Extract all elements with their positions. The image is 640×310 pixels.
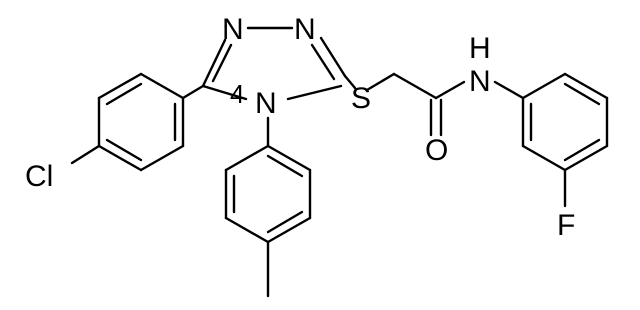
bond-c5-n1 (201, 38, 227, 88)
atom-h-amide: H (469, 32, 491, 65)
bond-ch2-co (392, 72, 438, 100)
ring-a-double (105, 82, 143, 106)
ring-b-bond (224, 216, 270, 244)
ring-c-double (563, 138, 601, 162)
ring-c-bond (521, 72, 567, 100)
atom-f: F (557, 209, 575, 242)
triazole-ring (201, 26, 347, 101)
bond-n2-c3 (319, 36, 347, 78)
ring-a-bond (97, 144, 143, 172)
ring-c-bond (563, 72, 609, 100)
bond-n4-c5 (201, 84, 248, 101)
ring-a-bond (97, 72, 143, 100)
thioacetamide-chain (343, 72, 525, 137)
fluorophenyl-ring (521, 72, 609, 208)
ring-c-bond (521, 144, 567, 172)
bond-c3-n4 (286, 84, 343, 101)
ring-c-bond (563, 144, 609, 172)
chlorophenyl-ring (70, 72, 205, 172)
ring-a-bond (139, 72, 185, 100)
atom-n4: N (255, 87, 277, 120)
bond-c5-aryl (181, 84, 205, 100)
bond-c5-n1-double (211, 43, 233, 83)
tolyl-ring (224, 116, 312, 298)
ring-a-bond (139, 144, 185, 172)
bond-co-nh (434, 80, 466, 100)
atom-n4-locant: 4 (230, 79, 244, 109)
bond-aryl-cl (70, 144, 101, 165)
ring-b-bond (224, 144, 270, 172)
ring-b-double (266, 210, 304, 234)
ring-c-double (563, 82, 601, 106)
atom-n-amide: N (469, 65, 491, 98)
ring-a-double (105, 138, 143, 162)
bond-n2-c3-double (310, 43, 336, 81)
atom-n1: N (222, 13, 244, 46)
atom-s: S (351, 82, 371, 115)
atom-o: O (425, 134, 448, 167)
ring-b-double (266, 154, 304, 178)
ring-b-bond (266, 216, 312, 244)
bond-c3-s (343, 74, 357, 90)
atom-n2: N (294, 13, 316, 46)
bond-nh-aryl (493, 80, 525, 100)
bond-s-ch2 (365, 72, 396, 92)
ring-b-bond (266, 144, 312, 172)
atom-cl: Cl (25, 160, 53, 193)
